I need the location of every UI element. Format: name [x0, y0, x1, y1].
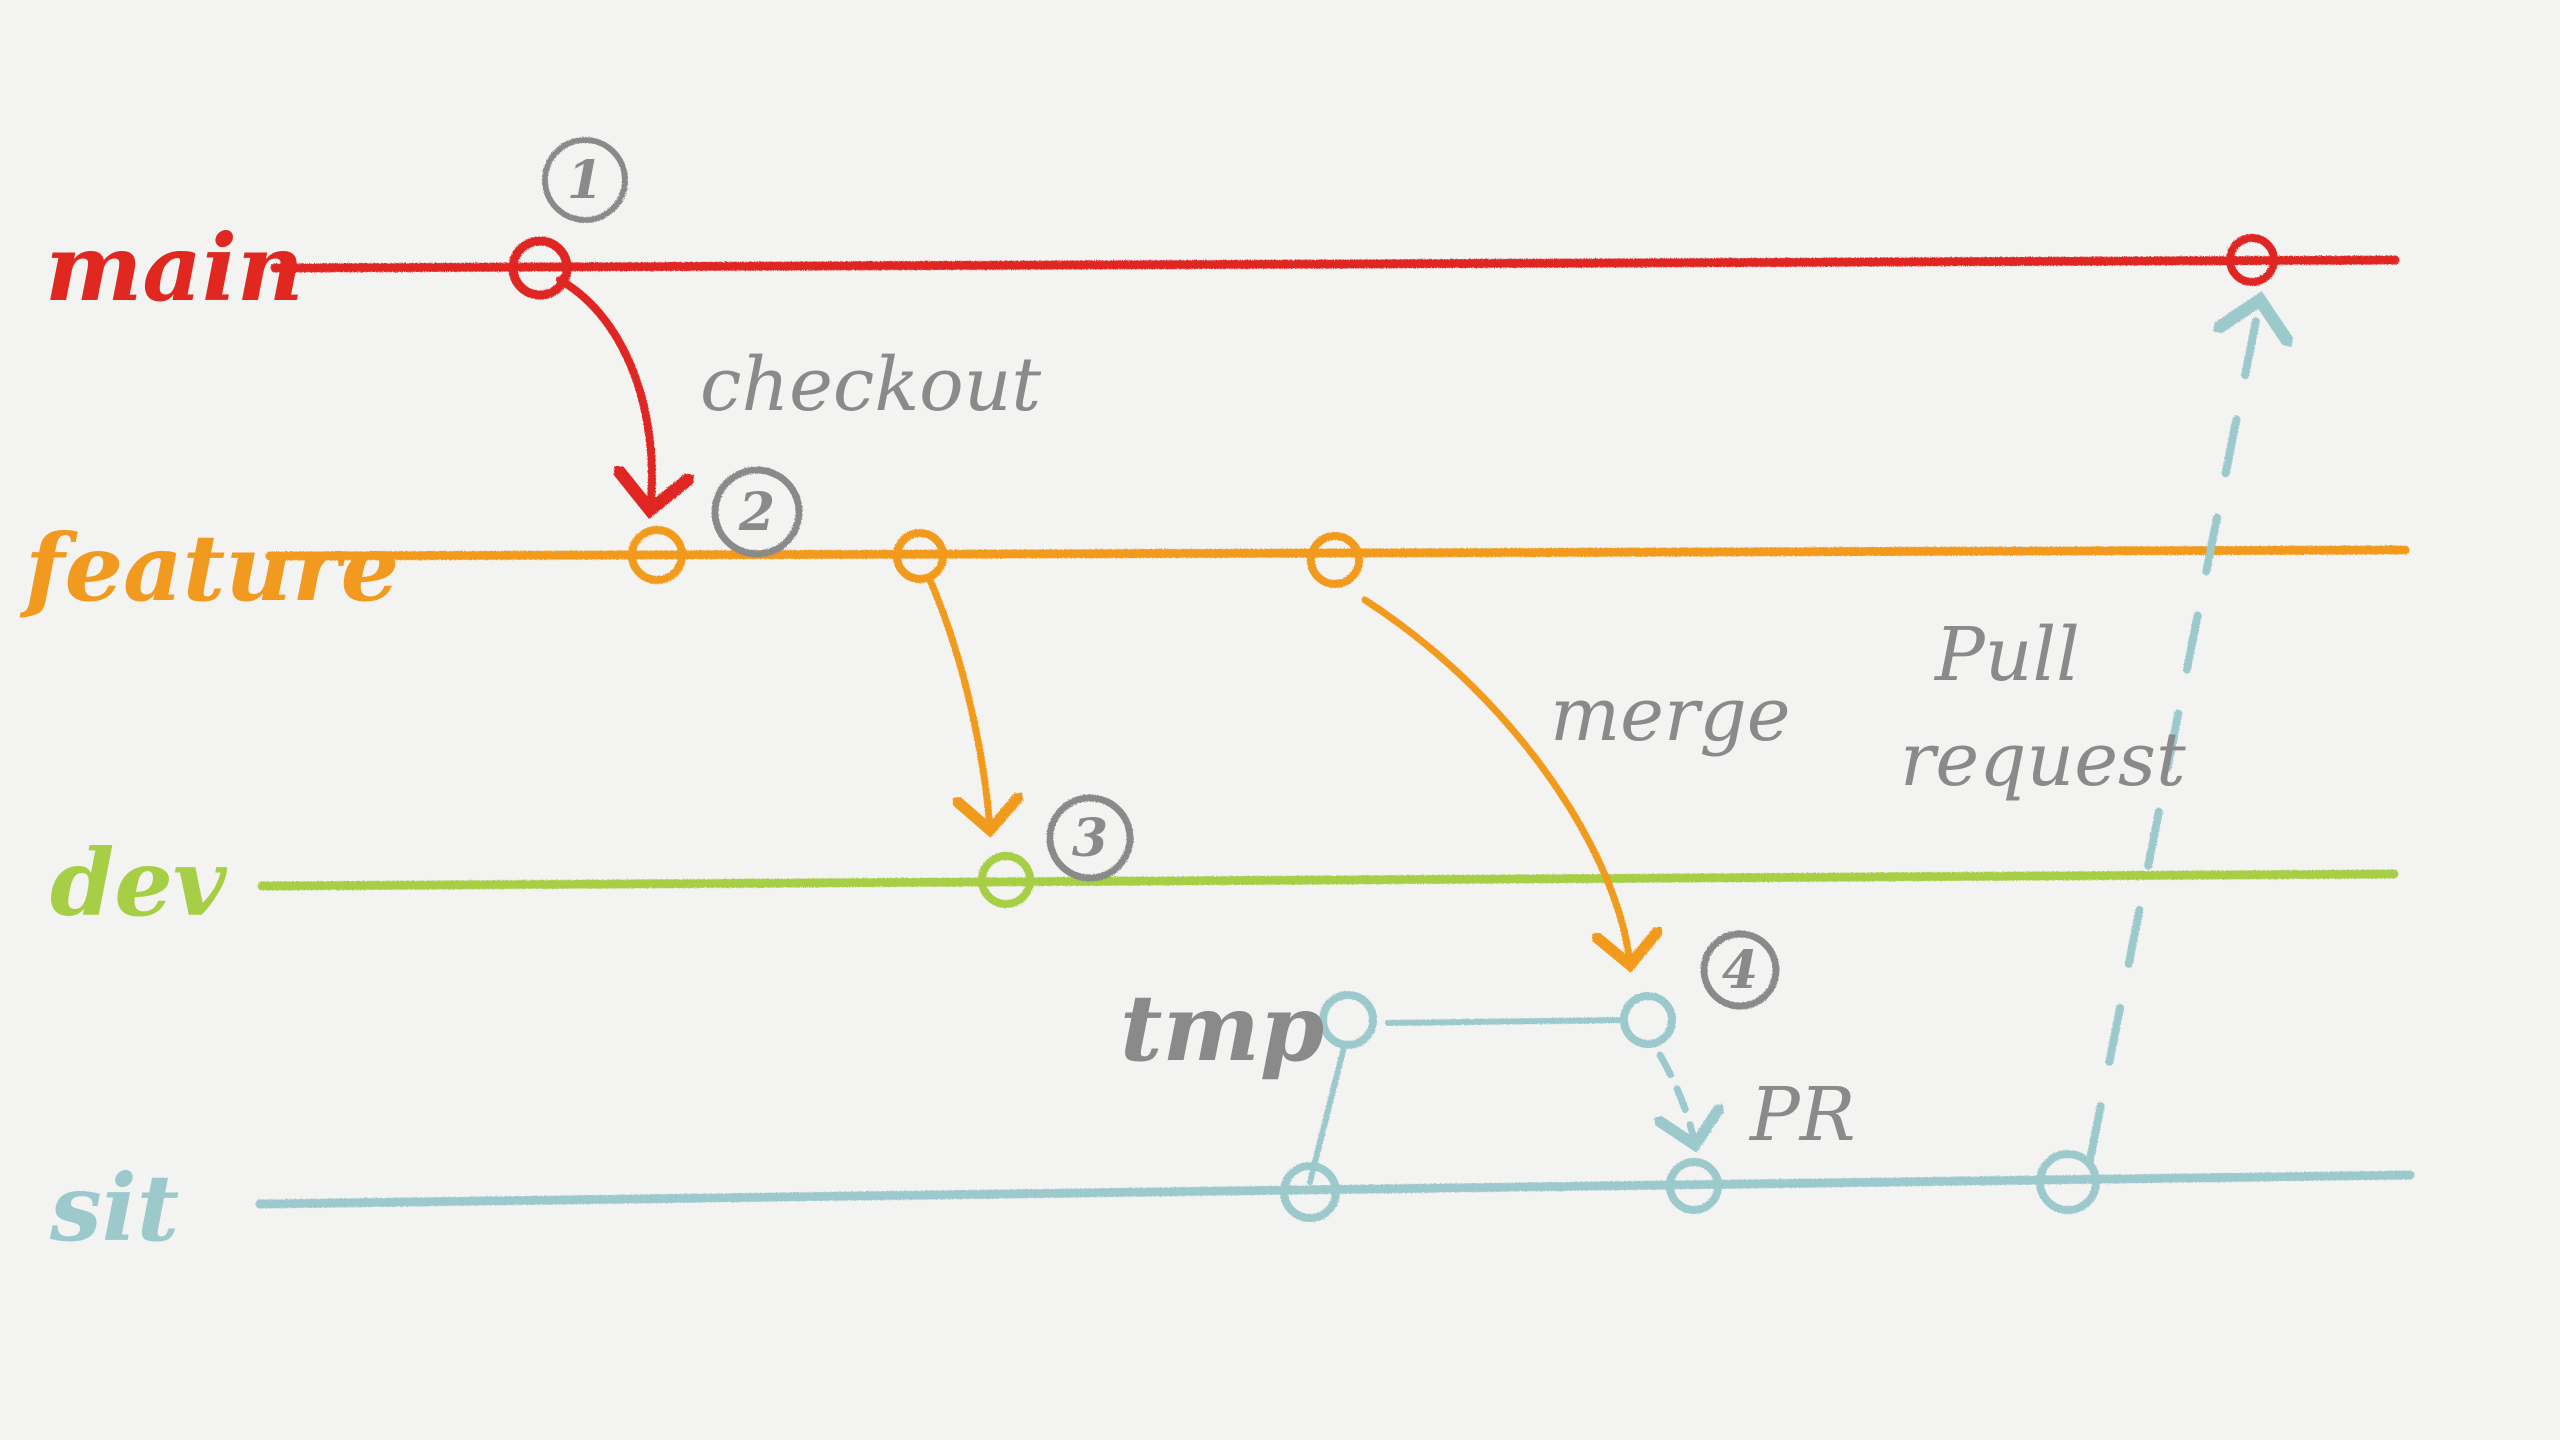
- main-commit-1: [508, 236, 572, 300]
- pull-request-arrow: [2086, 300, 2260, 1164]
- step-1-number: 1: [567, 150, 603, 211]
- step-1-circle: [542, 137, 628, 223]
- feature-commit-1: [628, 526, 686, 584]
- step-2-circle: [711, 466, 803, 558]
- branch-label-sit: sit: [49, 1154, 179, 1262]
- branch-label-main: main: [45, 214, 304, 322]
- step-3-number: 3: [1072, 808, 1108, 869]
- feature-branch-line-solid: [267, 547, 2408, 559]
- main-branch-line-solid: [272, 257, 2398, 271]
- pull-request-annotation-line2: request: [1900, 717, 2186, 803]
- checkout-arrow: [556, 276, 652, 510]
- step-2-number: 2: [738, 482, 775, 543]
- pr-annotation: PR: [1748, 1072, 1856, 1158]
- dev-branch-line-solid: [259, 871, 2398, 889]
- branch-label-feature: feature: [19, 514, 399, 622]
- merge-annotation: merge: [1550, 672, 1791, 758]
- step-3-circle: [1046, 794, 1134, 882]
- branch-label-tmp: tmp: [1120, 974, 1324, 1082]
- branch-label-dev: dev: [50, 829, 228, 937]
- tmp-commit-1: [1319, 991, 1377, 1049]
- tmp-branch-line: [1385, 1017, 1628, 1026]
- merge-arrow: [1361, 596, 1630, 965]
- pr-arrow: [1660, 1051, 1695, 1145]
- step-4-number: 4: [1722, 940, 1758, 1001]
- pull-request-annotation-line1: Pull: [1933, 612, 2080, 698]
- sit-commit-3: [2036, 1150, 2100, 1214]
- feature-to-dev-arrow: [926, 576, 990, 830]
- feature-commit-3: [1307, 532, 1363, 588]
- sit-commit-1: [1280, 1162, 1340, 1222]
- main-commit-2: [2226, 234, 2278, 286]
- checkout-annotation: checkout: [700, 342, 1041, 428]
- feature-commit-2: [893, 529, 947, 583]
- tmp-commit-2: [1620, 992, 1676, 1048]
- sit-commit-2: [1666, 1158, 1722, 1214]
- tmp-from-sit-line: [1307, 1040, 1348, 1185]
- dev-commit-1: [978, 852, 1034, 908]
- step-4-circle: [1700, 930, 1780, 1010]
